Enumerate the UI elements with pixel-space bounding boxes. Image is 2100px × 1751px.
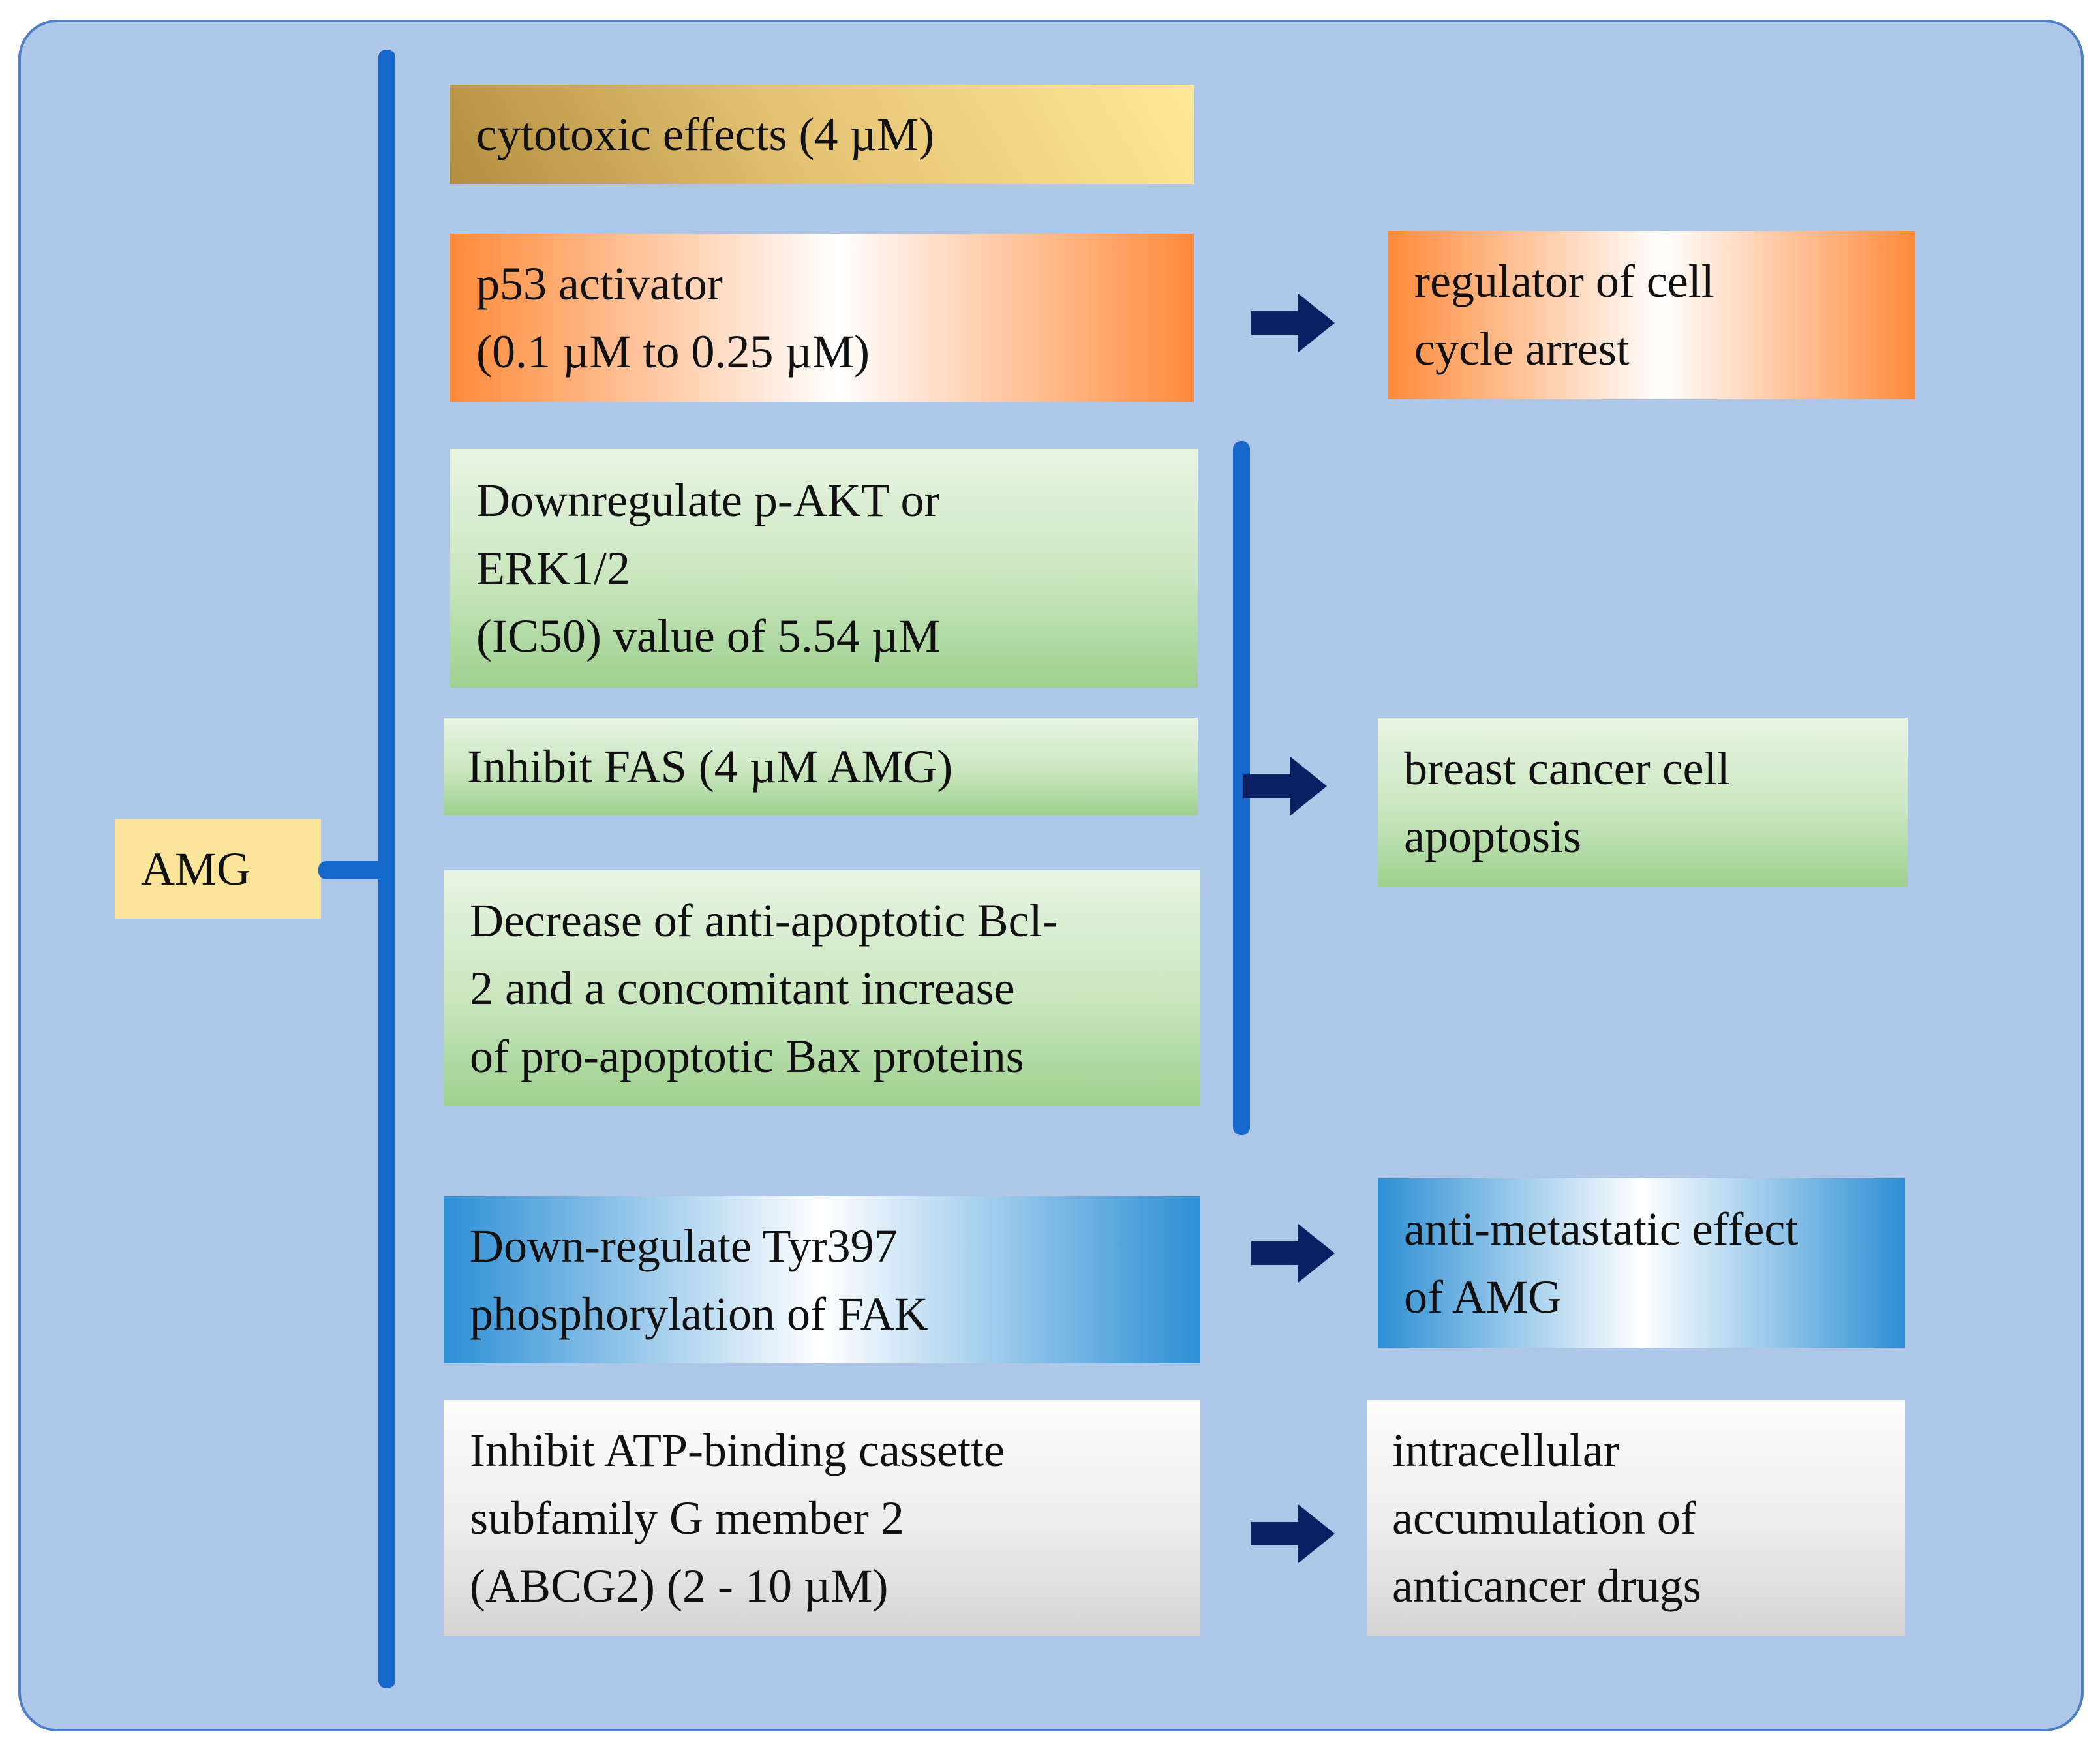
effect-p53-line-2: (0.1 µM to 0.25 µM) [476,326,870,378]
arrow-right-icon [1251,294,1335,352]
outcome-drugs-line-1: intracellular [1392,1424,1619,1476]
amg-node: AMG [115,819,321,919]
effect-bcl2-line-3: of pro-apoptotic Bax proteins [470,1030,1024,1082]
effect-p53-activator: p53 activator (0.1 µM to 0.25 µM) [450,234,1194,402]
effect-cytotoxic: cytotoxic effects (4 µM) [450,85,1194,184]
effect-inhibit-fas: Inhibit FAS (4 µM AMG) [444,718,1198,815]
outcome-cell-cycle-line-1: regulator of cell [1414,255,1714,307]
effect-bcl2-line-2: 2 and a concomitant increase [470,962,1015,1014]
effect-abcg2-line-2: subfamily G member 2 [470,1492,904,1544]
effect-akt-line-3: (IC50) value of 5.54 µM [476,610,941,662]
effect-downregulate-akt: Downregulate p-AKT or ERK1/2 (IC50) valu… [450,449,1198,688]
effect-fak-line-2: phosphorylation of FAK [470,1288,928,1340]
outcome-cell-cycle-line-2: cycle arrest [1414,323,1630,375]
arrow-right-icon [1243,757,1327,815]
outcome-anti-metastatic: anti-metastatic effect of AMG [1378,1178,1905,1348]
arrow-right-icon [1251,1224,1335,1283]
outcome-metastatic-line-1: anti-metastatic effect [1404,1203,1799,1255]
effect-abcg2: Inhibit ATP-binding cassette subfamily G… [444,1400,1200,1636]
outcome-drugs-line-3: anticancer drugs [1392,1560,1701,1612]
effect-bcl2-line-1: Decrease of anti-apoptotic Bcl- [470,894,1058,947]
effect-p53-line-1: p53 activator [476,258,723,310]
outcome-apoptosis: breast cancer cell apoptosis [1378,718,1908,887]
outcome-metastatic-line-2: of AMG [1404,1271,1562,1323]
outcome-drug-accumulation: intracellular accumulation of anticancer… [1367,1400,1905,1636]
main-bracket [378,50,395,1688]
amg-label: AMG [141,843,251,895]
outcome-apoptosis-line-1: breast cancer cell [1404,742,1730,795]
effect-akt-line-1: Downregulate p-AKT or [476,474,940,526]
effect-bcl2-bax: Decrease of anti-apoptotic Bcl- 2 and a … [444,870,1200,1106]
effect-cytotoxic-line-1: cytotoxic effects (4 µM) [476,108,934,160]
outcome-apoptosis-line-2: apoptosis [1404,810,1582,862]
effect-abcg2-line-1: Inhibit ATP-binding cassette [470,1424,1005,1476]
effect-fak-tyr397: Down-regulate Tyr397 phosphorylation of … [444,1196,1200,1363]
arrow-right-icon [1251,1504,1335,1563]
outcome-drugs-line-2: accumulation of [1392,1492,1696,1544]
outcome-cell-cycle-arrest: regulator of cell cycle arrest [1388,231,1915,399]
effect-abcg2-line-3: (ABCG2) (2 - 10 µM) [470,1560,889,1612]
effect-fas-line-1: Inhibit FAS (4 µM AMG) [467,740,953,793]
effect-akt-line-2: ERK1/2 [476,542,631,594]
effect-fak-line-1: Down-regulate Tyr397 [470,1220,898,1272]
